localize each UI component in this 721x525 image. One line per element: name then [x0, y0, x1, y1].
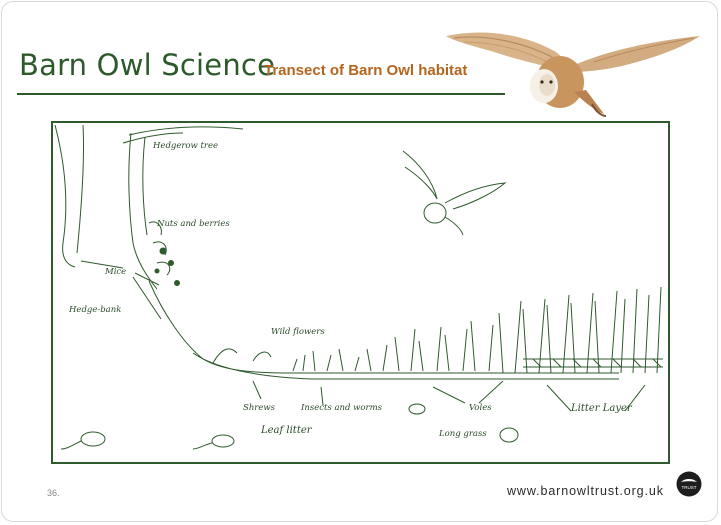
label-hedgerow-tree: Hedgerow tree [153, 141, 219, 151]
label-shrews: Shrews [243, 403, 276, 413]
label-litter-layer: Litter Layer [571, 403, 632, 414]
page-subtitle: Transect of Barn Owl habitat [264, 62, 468, 79]
label-voles: Voles [469, 403, 492, 413]
barn-owl-trust-logo: TRUST [676, 471, 702, 497]
page-number: 36. [47, 488, 60, 498]
logo-text: TRUST [682, 485, 697, 490]
label-insects-worms: Insects and worms [301, 403, 383, 413]
habitat-transect-illustration: Hedgerow tree Nuts and berries Mice Hedg… [51, 121, 670, 464]
header-rule [17, 93, 505, 95]
page-title: Barn Owl Science [19, 48, 276, 82]
label-mice: Mice [105, 267, 127, 277]
label-hedge-bank: Hedge-bank [69, 305, 122, 315]
label-nuts-berries: Nuts and berries [157, 219, 230, 229]
website-url[interactable]: www.barnowltrust.org.uk [507, 484, 664, 498]
barn-owl-photo [446, 32, 700, 117]
habitat-sketch [54, 124, 663, 450]
label-wild-flowers: Wild flowers [271, 327, 325, 337]
label-leaf-litter: Leaf litter [261, 425, 312, 436]
label-long-grass: Long grass [439, 429, 487, 439]
